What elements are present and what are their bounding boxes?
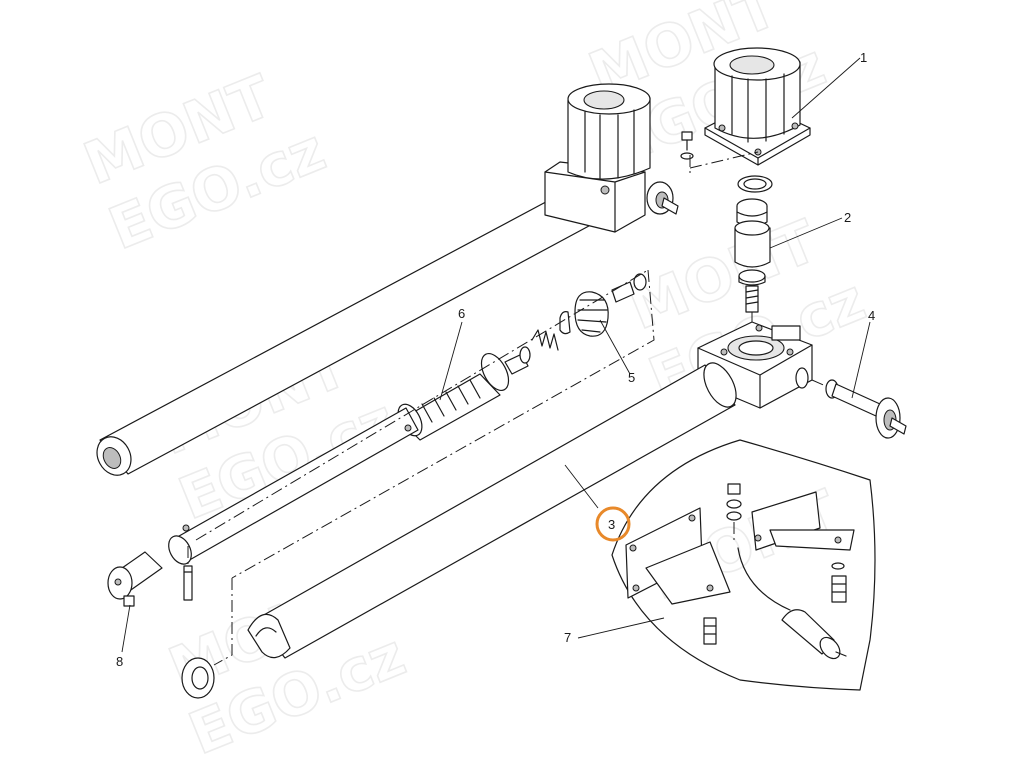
assembled-actuator [96, 83, 679, 476]
callout-3: 3 [608, 517, 615, 532]
highlight-ring [595, 506, 631, 542]
callout-5: 5 [628, 370, 635, 385]
spring [531, 329, 559, 351]
part-2-shaft [734, 198, 771, 330]
callout-8: 8 [116, 654, 123, 669]
callout-1: 1 [860, 50, 867, 65]
callout-6: 6 [458, 306, 465, 321]
callout-7: 7 [564, 630, 571, 645]
leader-lines [121, 57, 871, 653]
o-ring [737, 175, 773, 193]
part-4-lock [811, 379, 907, 439]
inner-tube [168, 407, 419, 565]
actuator-body-open [247, 321, 813, 659]
callout-4: 4 [868, 308, 875, 323]
part-7-bracket-kit [611, 439, 876, 691]
end-cap [181, 657, 215, 699]
assembly-lines [187, 269, 655, 666]
callout-2: 2 [844, 210, 851, 225]
part-8-end-fitting [107, 551, 193, 607]
part-1-motor [689, 47, 811, 175]
part-5-gear [559, 273, 647, 337]
callouts: 1 2 3 4 5 6 7 8 [116, 50, 875, 669]
